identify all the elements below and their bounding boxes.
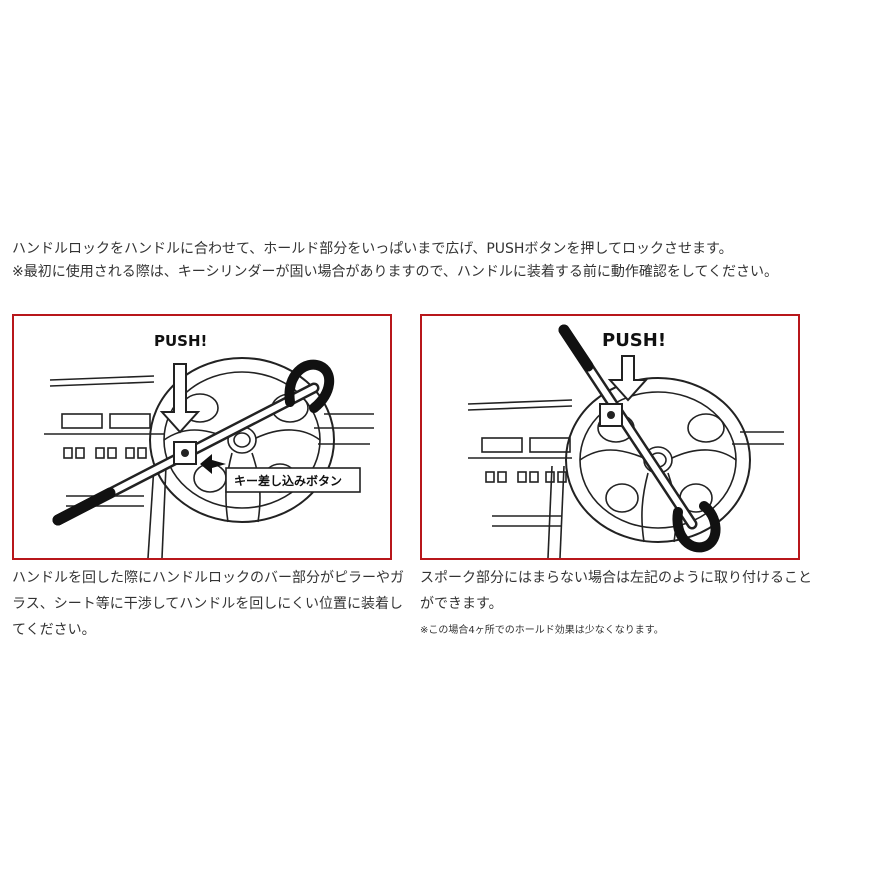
- push-label-right: PUSH!: [602, 330, 666, 351]
- steering-lock-illustration-left: PUSH! キー差し込みボタン: [44, 332, 374, 558]
- key-button-label: キー差し込みボタン: [234, 473, 342, 488]
- caption-left: ハンドルを回した際にハンドルロックのバー部分がピラーやガラス、シート等に干渉して…: [12, 565, 404, 643]
- push-arrow-left: [159, 363, 201, 434]
- lock-bar-right: [558, 324, 721, 553]
- caption-right: スポーク部分にはまらない場合は左記のように取り付けることができます。 ※この場合…: [420, 565, 812, 639]
- push-label-left: PUSH!: [154, 332, 207, 350]
- lock-bar-left: [52, 359, 334, 526]
- caption-left-text: ハンドルを回した際にハンドルロックのバー部分がピラーやガラス、シート等に干渉して…: [12, 570, 404, 638]
- caption-right-note: ※この場合4ヶ所でのホールド効果は少なくなります。: [420, 625, 664, 636]
- intro-text: ハンドルロックをハンドルに合わせて、ホールド部分をいっぱいまで広げ、PUSHボタ…: [12, 238, 872, 284]
- illustration-left-frame: PUSH! キー差し込みボタン: [12, 314, 392, 560]
- push-arrow-right: [607, 355, 649, 402]
- steering-lock-illustration-right: PUSH!: [467, 324, 784, 558]
- caption-right-text: スポーク部分にはまらない場合は左記のように取り付けることができます。: [420, 570, 812, 612]
- intro-line-1: ハンドルロックをハンドルに合わせて、ホールド部分をいっぱいまで広げ、PUSHボタ…: [12, 241, 733, 257]
- key-button-label-box: [225, 467, 361, 493]
- intro-line-2: ※最初に使用される際は、キーシリンダーが固い場合がありますので、ハンドルに装着す…: [12, 264, 779, 280]
- key-button-pointer-icon: [200, 454, 226, 474]
- illustration-right-frame: PUSH!: [420, 314, 800, 560]
